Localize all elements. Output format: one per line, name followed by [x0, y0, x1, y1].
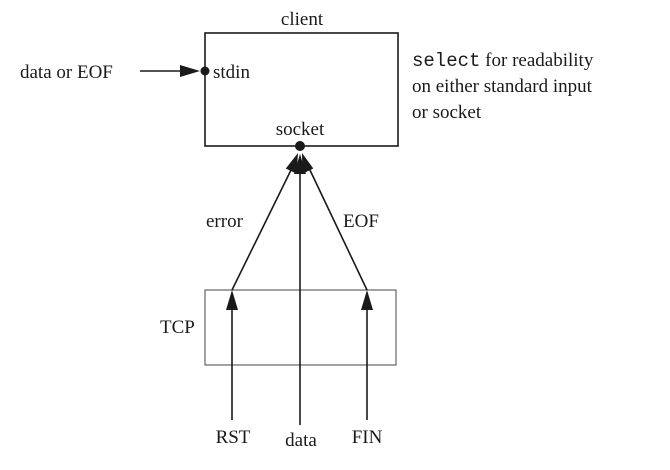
socket-dot [295, 141, 305, 151]
note-line-1: select for readability [412, 50, 594, 72]
fin-arrowhead [361, 290, 373, 310]
error-label: error [206, 211, 244, 232]
client-title: client [281, 9, 324, 30]
note-line-3: or socket [412, 102, 482, 123]
error-line [231, 167, 293, 291]
data-label: data [285, 430, 317, 451]
input-label: data or EOF [20, 62, 113, 83]
stdin-label: stdin [213, 62, 250, 83]
stdin-dot [200, 66, 210, 76]
eof-line [308, 167, 368, 291]
input-arrowhead [180, 65, 200, 77]
eof-arrowhead [302, 153, 314, 174]
eof-label: EOF [343, 211, 379, 232]
fin-label: FIN [352, 427, 383, 448]
error-arrowhead [285, 153, 298, 174]
note-line-1-rest: for readability [480, 50, 593, 71]
tcp-label: TCP [160, 317, 195, 338]
select-keyword: select [412, 50, 480, 72]
rst-label: RST [216, 427, 251, 448]
rst-arrowhead [226, 290, 238, 310]
socket-label: socket [276, 119, 325, 140]
client-box [204, 32, 399, 147]
note-line-2: on either standard input [412, 76, 593, 97]
